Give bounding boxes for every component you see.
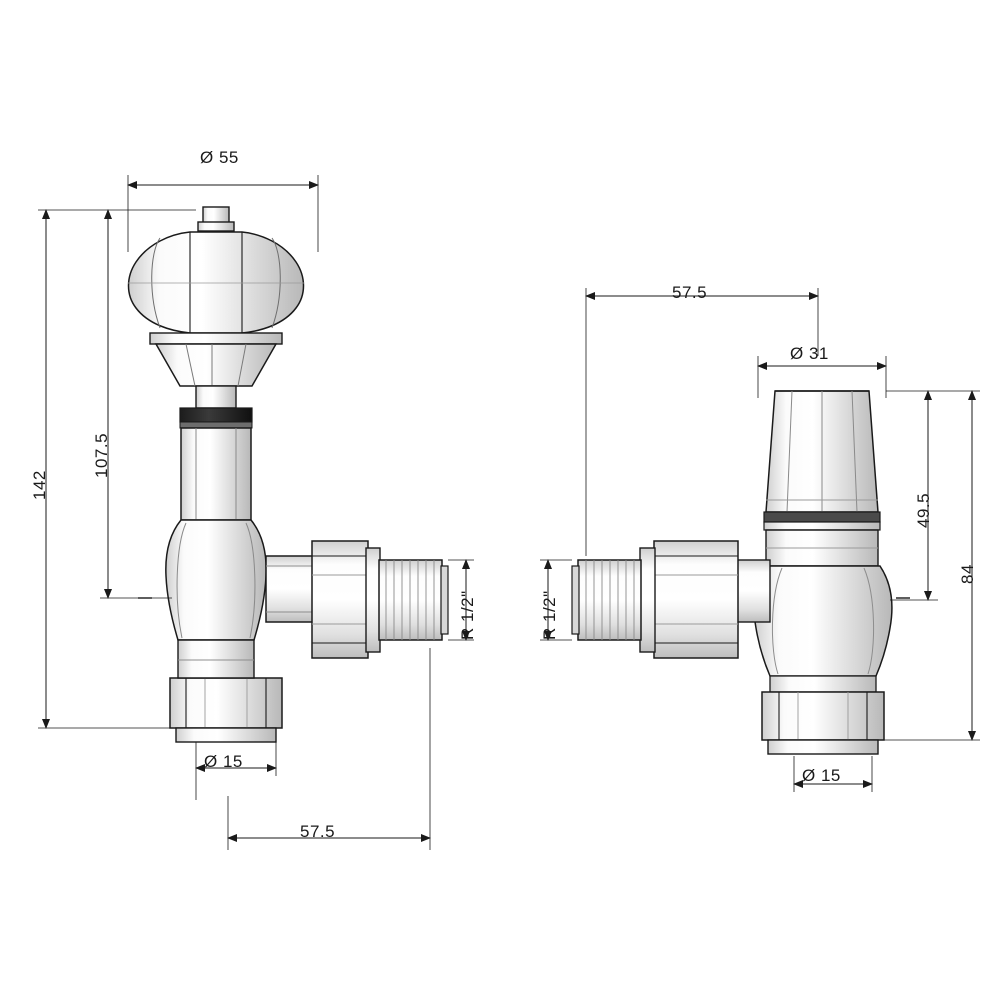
- right-cap-diameter-label: Ø 31: [790, 344, 829, 363]
- right-cap-height-label: 49.5: [914, 492, 933, 528]
- right-total-height-label: 84: [958, 564, 977, 584]
- left-tail-diameter-label: Ø 15: [204, 752, 243, 771]
- right-tail-diameter-label: Ø 15: [802, 766, 841, 785]
- left-total-height-label: 142: [30, 470, 49, 500]
- right-valve-dimension-lines: [540, 288, 980, 792]
- left-valve-illustration: [127, 206, 449, 743]
- left-head-diameter-label: Ø 55: [200, 148, 239, 167]
- left-valve-dimension-lines: [38, 175, 474, 850]
- right-valve-illustration: [571, 390, 893, 755]
- right-horizontal-reach-label: 57.5: [672, 283, 708, 302]
- left-body-height-label: 107.5: [92, 432, 111, 478]
- right-thread-label: R 1/2": [540, 590, 559, 640]
- left-thread-label: R 1/2": [458, 590, 477, 640]
- left-horizontal-reach-label: 57.5: [300, 822, 336, 841]
